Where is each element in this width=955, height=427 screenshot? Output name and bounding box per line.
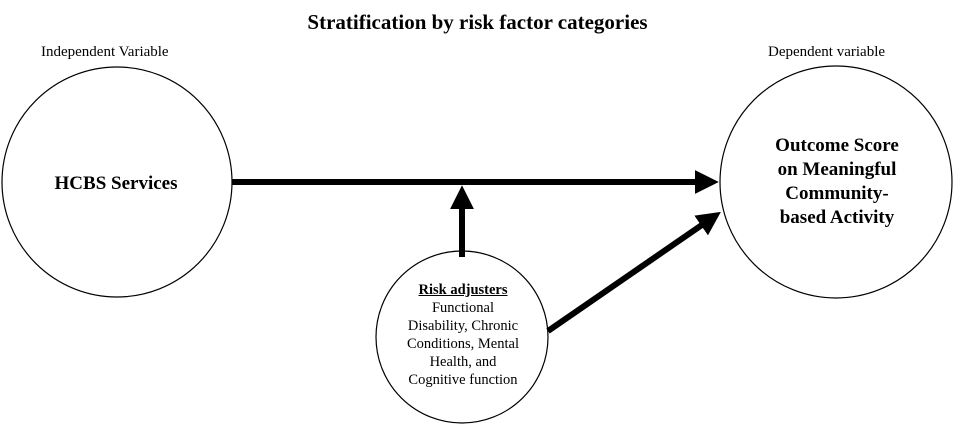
outcome-node-label: Outcome Score on Meaningful Community- b… <box>722 134 952 230</box>
risk-line-2: Disability, Chronic <box>407 318 519 334</box>
risk-line-3: Conditions, Mental <box>407 336 519 352</box>
direct-adjuster-arrow <box>546 211 721 334</box>
outcome-line-4: based Activity <box>779 207 895 228</box>
independent-variable-label: Independent Variable <box>41 44 169 60</box>
dependent-variable-label: Dependent variable <box>768 44 886 60</box>
outcome-line-2: on Meaningful <box>777 159 897 180</box>
risk-node-label: Risk adjusters Functional Disability, Ch… <box>378 281 548 389</box>
risk-line-4: Health, and <box>429 354 497 370</box>
risk-line-5: Cognitive function <box>408 372 518 388</box>
outcome-line-3: Community- <box>785 183 889 204</box>
outcome-line-1: Outcome Score <box>775 135 899 156</box>
diagram-title: Stratification by risk factor categories <box>307 10 648 34</box>
risk-line-1: Functional <box>431 300 495 316</box>
risk-heading: Risk adjusters <box>418 282 508 298</box>
hcbs-node-label: HCBS Services <box>54 173 178 194</box>
outcome-node-circle <box>719 65 953 299</box>
